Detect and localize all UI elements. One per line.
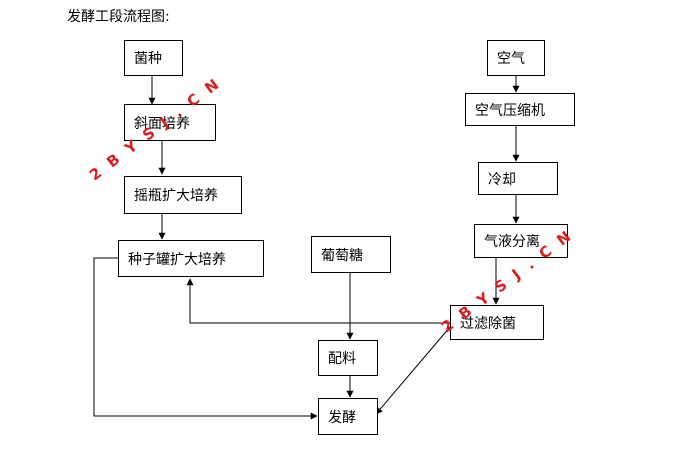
node-sterile-filtration: 过滤除菌 (450, 305, 544, 340)
node-label: 菌种 (134, 51, 162, 67)
node-air-compressor: 空气压缩机 (465, 93, 575, 126)
node-label: 过滤除菌 (460, 315, 516, 332)
node-shake-flask-culture: 摇瓶扩大培养 (124, 176, 242, 214)
node-label: 气液分离 (484, 234, 540, 250)
node-label: 冷却 (488, 171, 516, 188)
node-label: 斜面培养 (134, 115, 190, 132)
arrow-seed-to-ferment (93, 257, 318, 420)
node-label: 配料 (328, 351, 356, 367)
node-glucose: 葡萄糖 (311, 236, 391, 273)
node-label: 发酵 (328, 409, 356, 426)
node-label: 空气压缩机 (475, 102, 545, 119)
node-seed-tank-culture: 种子罐扩大培养 (118, 240, 264, 277)
node-fermentation: 发酵 (318, 398, 378, 435)
node-label: 空气 (497, 51, 525, 67)
node-label: 葡萄糖 (321, 247, 363, 264)
node-slant-culture: 斜面培养 (124, 104, 216, 141)
diagram-title: 发酵工段流程图: (67, 9, 170, 25)
node-cooling: 冷却 (478, 162, 558, 195)
node-mixing: 配料 (318, 340, 378, 376)
node-label: 摇瓶扩大培养 (134, 188, 218, 204)
arrow-filter-to-seed (186, 278, 450, 324)
node-air: 空气 (487, 40, 545, 76)
arrow-filter-to-ferment (375, 326, 451, 415)
node-gas-liquid-separation: 气液分离 (474, 224, 568, 258)
node-strain: 菌种 (124, 40, 183, 76)
node-label: 种子罐扩大培养 (128, 251, 226, 268)
